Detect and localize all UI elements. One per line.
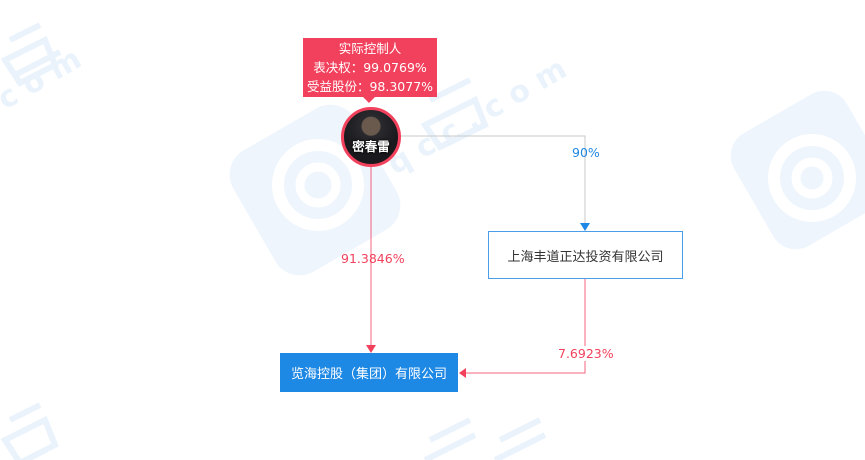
- target-company-name: 览海控股（集团）有限公司: [290, 367, 447, 382]
- edge-label-controller-intermediate: 90%: [572, 145, 600, 160]
- edge-label-controller-target: 91.3846%: [341, 251, 405, 266]
- controller-name: 密春雷: [352, 139, 390, 154]
- actual-controller-badge: 实际控制人 表决权：99.0769% 受益股份：98.3077%: [303, 38, 437, 103]
- badge-title: 实际控制人: [338, 41, 402, 56]
- voting-rights: 表决权：99.0769%: [313, 60, 427, 75]
- intermediate-company-name: 上海丰道正达投资有限公司: [507, 249, 664, 265]
- beneficial-shares: 受益股份：98.3077%: [306, 79, 434, 94]
- intermediate-company-node[interactable]: 上海丰道正达投资有限公司: [488, 231, 683, 279]
- edge-label-intermediate-target: 7.6923%: [558, 346, 614, 361]
- badge-pointer: [363, 97, 375, 103]
- controller-avatar[interactable]: 密春雷: [341, 107, 401, 167]
- target-company-node[interactable]: 览海控股（集团）有限公司: [280, 353, 458, 392]
